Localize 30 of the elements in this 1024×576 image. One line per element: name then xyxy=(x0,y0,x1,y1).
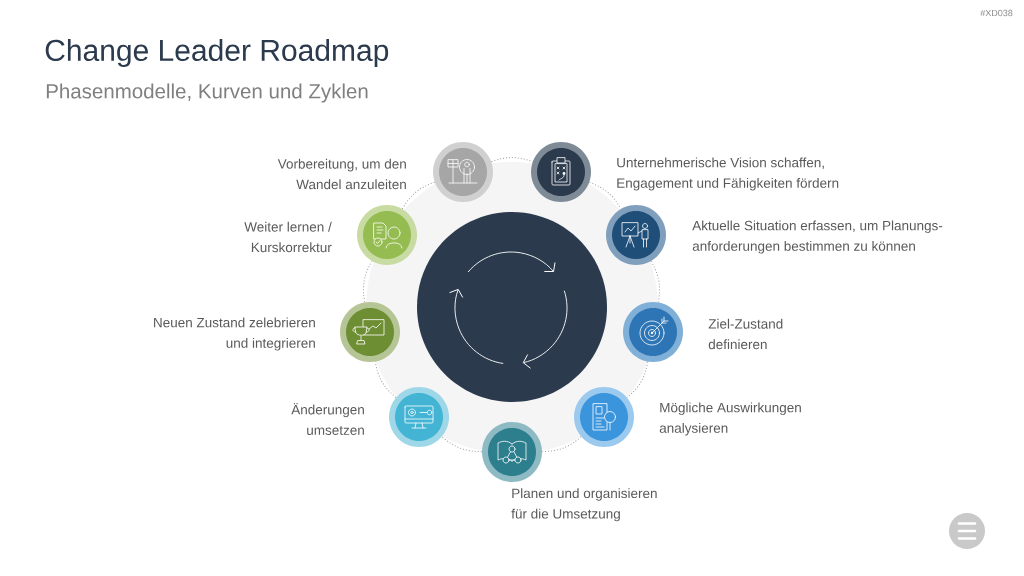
step-label: Unternehmerische Vision schaffen, Engagement und Fähigkeiten fördern xyxy=(617,157,839,191)
dotted-connector xyxy=(541,436,582,453)
step-label: Vorbereitung, um den Wandel anzuleiten xyxy=(277,158,406,190)
subtitle: Phasenmodelle, Kurven und Zyklen xyxy=(46,83,368,103)
step-label: Neuen Zustand zelebrieren und integrieren xyxy=(154,317,315,351)
step-circle xyxy=(574,387,634,447)
step-circle xyxy=(357,205,417,265)
step-label: Aktuelle Situation erfassen, um Planungs- anforderungen bestimmen zu können xyxy=(692,220,943,254)
step-circle xyxy=(389,387,449,447)
step-circle xyxy=(531,142,591,202)
dotted-connector xyxy=(650,260,660,303)
step-circle xyxy=(623,302,683,362)
dotted-connector xyxy=(588,181,622,210)
step-label: Planen und organisieren für die Umsetzung xyxy=(511,488,657,522)
dotted-connector xyxy=(374,361,397,399)
step-label: Ziel-Zustand definieren xyxy=(708,318,783,350)
dotted-connector xyxy=(401,181,436,210)
step-circle xyxy=(340,302,400,362)
step-label: Änderungen umsetzen xyxy=(291,403,364,435)
dotted-connector xyxy=(363,260,373,303)
step-circle xyxy=(606,205,666,265)
dotted-connector xyxy=(490,157,534,163)
step-circle xyxy=(482,422,542,482)
step-circle xyxy=(433,142,493,202)
title: Change Leader Roadmap xyxy=(45,39,389,67)
dotted-connector xyxy=(626,361,649,399)
step-label: Mögliche Auswirkungen analysieren xyxy=(659,402,801,436)
step-label: Weiter lernen / Kurskorrektur xyxy=(244,221,332,253)
reference-code: #XD038 xyxy=(980,9,1013,17)
dotted-connector xyxy=(441,436,483,453)
